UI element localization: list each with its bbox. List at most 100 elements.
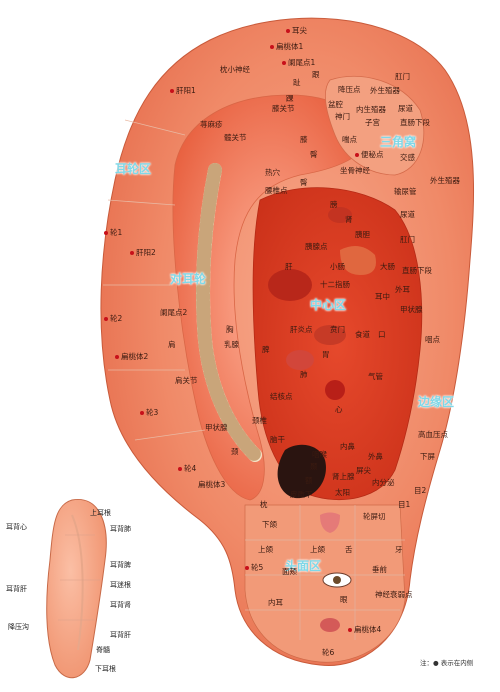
back-label-jiangyagou: 降压沟 — [8, 623, 29, 631]
label-lun2: 轮2 — [104, 314, 122, 323]
label-huai: 踝 — [286, 94, 294, 103]
label-waishengzhiqi2: 外生殖器 — [430, 176, 460, 185]
liver-shape — [268, 269, 312, 301]
back-label-xiaergen: 下耳根 — [95, 665, 116, 673]
label-shanghe: 上颌 — [258, 545, 273, 554]
label-she: 舌 — [345, 545, 353, 554]
label-tun: 臀 — [310, 150, 318, 159]
label-jiaogan: 交感 — [400, 153, 415, 162]
label-jiangyadian: 降压点 — [338, 85, 361, 94]
label-xiguanjie: 膝关节 — [272, 104, 295, 113]
label-shierzhi: 十二指肠 — [320, 280, 350, 289]
label-pang: 膀 — [330, 200, 338, 209]
zone-center: 中心区 — [310, 298, 347, 312]
label-naogan: 脑干 — [270, 435, 285, 444]
mouth-shape — [320, 618, 340, 632]
label-ganyang1: 肝阳1 — [170, 86, 196, 95]
stomach-shape — [314, 325, 346, 345]
label-yixian: 胰腺点 — [305, 242, 328, 251]
label-lun1: 轮1 — [104, 228, 122, 237]
label-biantaoti2: 扁桃体2 — [115, 352, 148, 361]
label-erjian: 耳尖 — [286, 26, 307, 35]
label-gangmen2: 肛门 — [400, 235, 415, 244]
label-pi: 脾 — [262, 345, 270, 354]
label-zhi: 趾 — [293, 78, 301, 87]
intestine-shape — [340, 246, 376, 275]
label-mianjia: 面颊 — [282, 567, 297, 576]
label-lun6: 轮6 — [322, 648, 335, 657]
label-waier: 外耳 — [395, 285, 410, 294]
ear-canal — [277, 444, 326, 499]
label-ya: 牙 — [395, 545, 403, 554]
label-chuanshen: 喘点 — [342, 135, 357, 144]
label-lanwei1: 阑尾点1 — [282, 58, 315, 67]
back-label-erbeigan2: 耳背肝 — [110, 631, 131, 639]
label-jiazhuangxian: 甲状腺 — [205, 423, 228, 432]
label-zhichangxia2: 直肠下段 — [402, 266, 432, 275]
label-shanghe2: 上颌 — [310, 545, 325, 554]
label-shenshangxian: 肾上腺 — [332, 472, 355, 481]
back-label-erbeipi: 耳背脾 — [110, 561, 131, 569]
label-gaoxueya: 高血压点 — [418, 430, 448, 439]
label-waishengzhiqi: 外生殖器 — [370, 86, 400, 95]
label-biantaoti4: 扁桃体4 — [348, 625, 381, 634]
label-yaozhui: 腰椎点 — [265, 186, 288, 195]
label-xiaochang: 小肠 — [330, 262, 345, 271]
label-shidao: 食道 — [355, 330, 370, 339]
label-qiguan: 气管 — [368, 372, 383, 381]
label-zhenxiaoshenjing: 枕小神经 — [220, 65, 250, 74]
label-yandian: 咽点 — [425, 335, 440, 344]
label-ganyang2: 肝阳2 — [130, 248, 156, 257]
zone-edge: 边缘区 — [418, 395, 455, 409]
label-zhichangxia: 直肠下段 — [400, 118, 430, 127]
label-wei: 胃 — [322, 350, 330, 359]
label-penqiang: 盆腔 — [328, 100, 343, 109]
label-neier: 内耳 — [268, 598, 283, 607]
label-shuniaoguan: 输尿管 — [394, 187, 417, 196]
label-qianxi: 荨麻疹 — [200, 120, 223, 129]
label-er2: 目2 — [414, 486, 427, 495]
label-gangmen: 肛门 — [395, 72, 410, 81]
label-neibi: 内鼻 — [340, 442, 355, 451]
back-label-erbeishen: 耳背肾 — [110, 601, 131, 609]
label-yanhou: 咽喉 — [312, 450, 327, 459]
label-biantaoti1: 扁桃体1 — [270, 42, 303, 51]
label-lanwei2: 阑尾点2 — [160, 308, 188, 317]
lung-shape — [286, 350, 314, 370]
heart-shape — [325, 380, 345, 400]
zone-erlun: 耳轮区 — [115, 162, 152, 176]
label-benmen: 贲门 — [330, 325, 345, 334]
label-jianguanjie: 肩关节 — [175, 376, 198, 385]
label-xin: 心 — [335, 405, 343, 414]
label-shenmen: 神门 — [335, 112, 350, 121]
back-label-erbeigou: 耳迷根 — [110, 581, 131, 589]
label-jiehe: 结核点 — [270, 392, 293, 401]
label-xiaping: 下屏 — [420, 452, 435, 461]
label-zhuangxian: 甲状腺 — [400, 305, 423, 314]
label-jing: 颈 — [231, 447, 239, 456]
label-fei: 肺 — [300, 370, 308, 379]
label-e: 额 — [305, 476, 313, 485]
back-label-erbeixin: 耳背心 — [6, 523, 27, 531]
label-yanjing: 眼 — [340, 595, 348, 604]
label-bianmian: 便秘点 — [355, 150, 384, 159]
label-nie: 颞 — [310, 462, 318, 471]
label-zuogushenjing: 坐骨神经 — [340, 166, 370, 175]
label-lunzhai: 轮屏切 — [363, 512, 386, 521]
label-biantaoti3: 扁桃体3 — [198, 480, 226, 489]
label-rexue: 热穴 — [265, 168, 280, 177]
triangular-fossa — [325, 75, 425, 176]
zone-triangular: 三角窝 — [380, 135, 417, 149]
label-niaodao2: 尿道 — [400, 210, 415, 219]
label-pingjian: 屏尖 — [356, 466, 371, 475]
back-label-jizhu: 脊髓 — [96, 646, 110, 654]
label-gan: 肝 — [285, 262, 293, 271]
label-erzhong: 耳中 — [375, 292, 390, 301]
label-er1: 目1 — [398, 500, 411, 509]
label-xiahe: 下颌 — [262, 520, 277, 529]
label-yidan: 胰胆 — [355, 230, 370, 239]
tongue-shape — [320, 512, 340, 533]
label-lun5: 轮5 — [245, 563, 263, 572]
label-neishengzhiqi: 内生殖器 — [356, 105, 386, 114]
